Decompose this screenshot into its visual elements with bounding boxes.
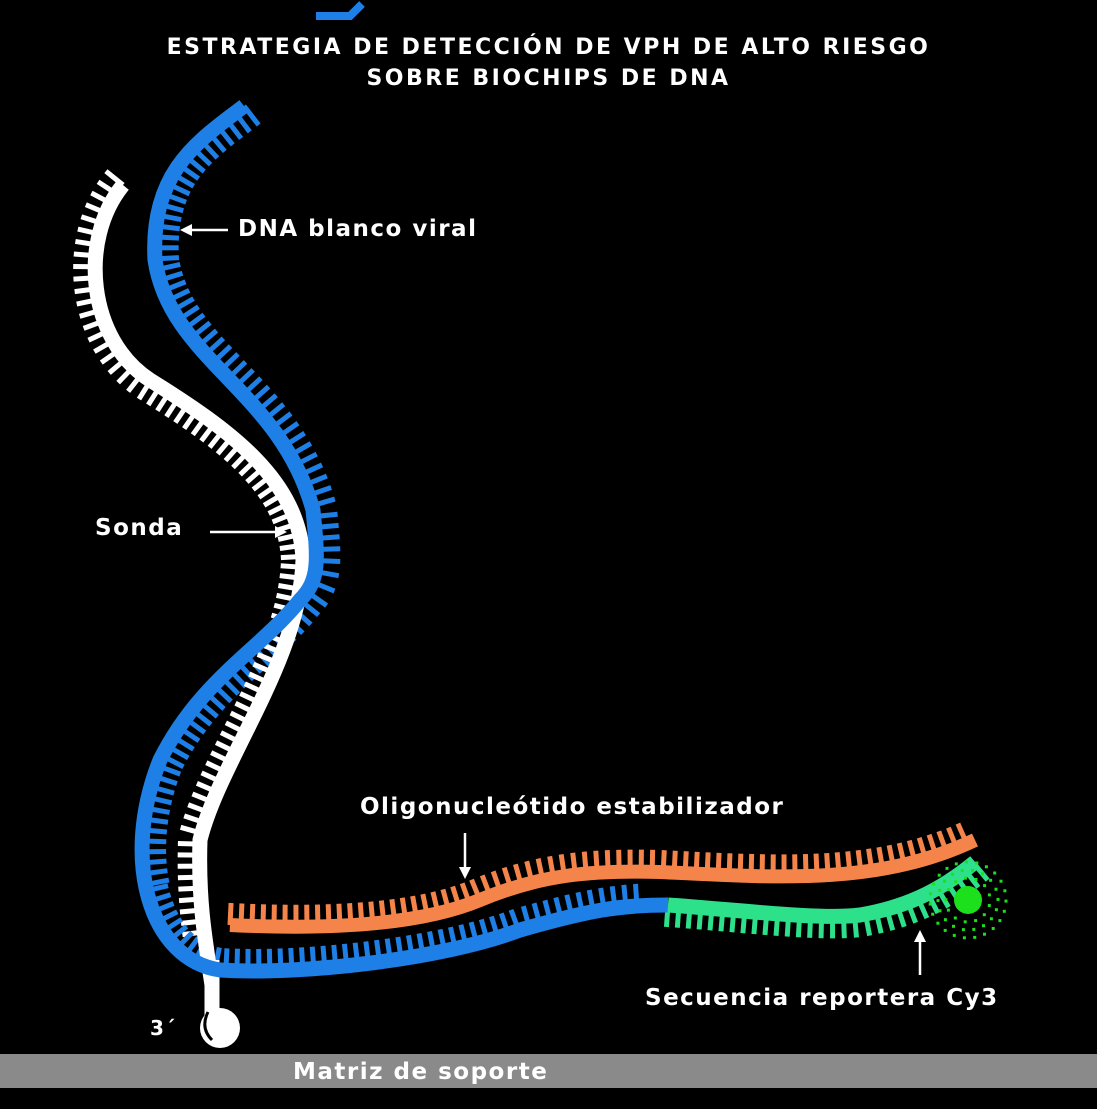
fluorescence-dot [988, 893, 991, 896]
fluorescence-dot [1000, 880, 1003, 883]
arrow-oligo [459, 833, 471, 879]
arrow-sonda [210, 526, 287, 538]
label-stabilizer-oligo: Oligonucleótido estabilizador [360, 794, 784, 820]
fluorescence-dot [997, 898, 1000, 901]
fluorescence-dot [988, 904, 991, 907]
fluorescence-dot [995, 888, 998, 891]
fluorescence-dot [1003, 889, 1006, 892]
fluorescence-dot [954, 880, 957, 883]
fluorescence-dot [937, 899, 940, 902]
fluorescence-dot [972, 928, 975, 931]
fluorescence-dot [947, 909, 950, 912]
arrow-reporter [914, 930, 926, 975]
viral-strand-top-fragment [316, 4, 362, 16]
probe-strand [95, 185, 303, 985]
fluorescence-dot [946, 867, 949, 870]
label-support-matrix: Matriz de soporte [293, 1059, 548, 1085]
cy3-dye-icon [954, 886, 982, 914]
fluorescence-dot [1005, 900, 1008, 903]
fluorescence-dot [983, 884, 986, 887]
fluorescence-dot [990, 917, 993, 920]
fluorescence-dot [992, 927, 995, 930]
fluorescence-dot [995, 908, 998, 911]
fluorescence-dot [963, 936, 966, 939]
fluorescence-dot [944, 918, 947, 921]
fluorescence-dot [973, 936, 976, 939]
fluorescence-dot [951, 873, 954, 876]
fluorescence-dot [964, 920, 967, 923]
fluorescence-dot [989, 879, 992, 882]
fluorescence-dot [993, 872, 996, 875]
arrow-viral [180, 224, 228, 236]
fluorescence-dot [983, 913, 986, 916]
fluorescence-dot [939, 909, 942, 912]
fluorescence-dot [974, 919, 977, 922]
fluorescence-dot [964, 877, 967, 880]
fluorescence-dot [961, 869, 964, 872]
fluorescence-dot [965, 861, 968, 864]
fluorescence-dot [931, 913, 934, 916]
fluorescence-dot [936, 922, 939, 925]
base-pair-rungs [73, 106, 987, 971]
label-viral-target: DNA blanco viral [238, 216, 477, 242]
fluorescence-dot [952, 925, 955, 928]
fluorescence-dot [998, 919, 1001, 922]
fluorescence-dot [945, 898, 948, 901]
fluorescence-dot [938, 889, 941, 892]
fluorescence-dot [932, 882, 935, 885]
fluorescence-dot [954, 917, 957, 920]
fluorescence-dot [975, 862, 978, 865]
fluorescence-dot [983, 933, 986, 936]
fluorescence-dot [947, 888, 950, 891]
fluorescence-dot [955, 862, 958, 865]
fluorescence-dot [962, 928, 965, 931]
fluorescence-dot [938, 874, 941, 877]
fluorescence-dot [929, 903, 932, 906]
fluorescence-dot [943, 880, 946, 883]
fluorescence-dot [929, 892, 932, 895]
fluorescence-dot [944, 929, 947, 932]
fluorescence-dot [953, 934, 956, 937]
label-three-prime: 3´ [150, 1016, 177, 1040]
fluorescence-dot [982, 924, 985, 927]
support-matrix-bar [0, 1054, 1097, 1088]
fluorescence-dot [1003, 910, 1006, 913]
fluorescence-dot [985, 865, 988, 868]
fluorescence-dot [971, 869, 974, 872]
fluorescence-dot [981, 872, 984, 875]
label-probe: Sonda [95, 515, 183, 541]
label-reporter-sequence: Secuencia reportera Cy3 [645, 985, 999, 1011]
fluorescence-dot [975, 878, 978, 881]
